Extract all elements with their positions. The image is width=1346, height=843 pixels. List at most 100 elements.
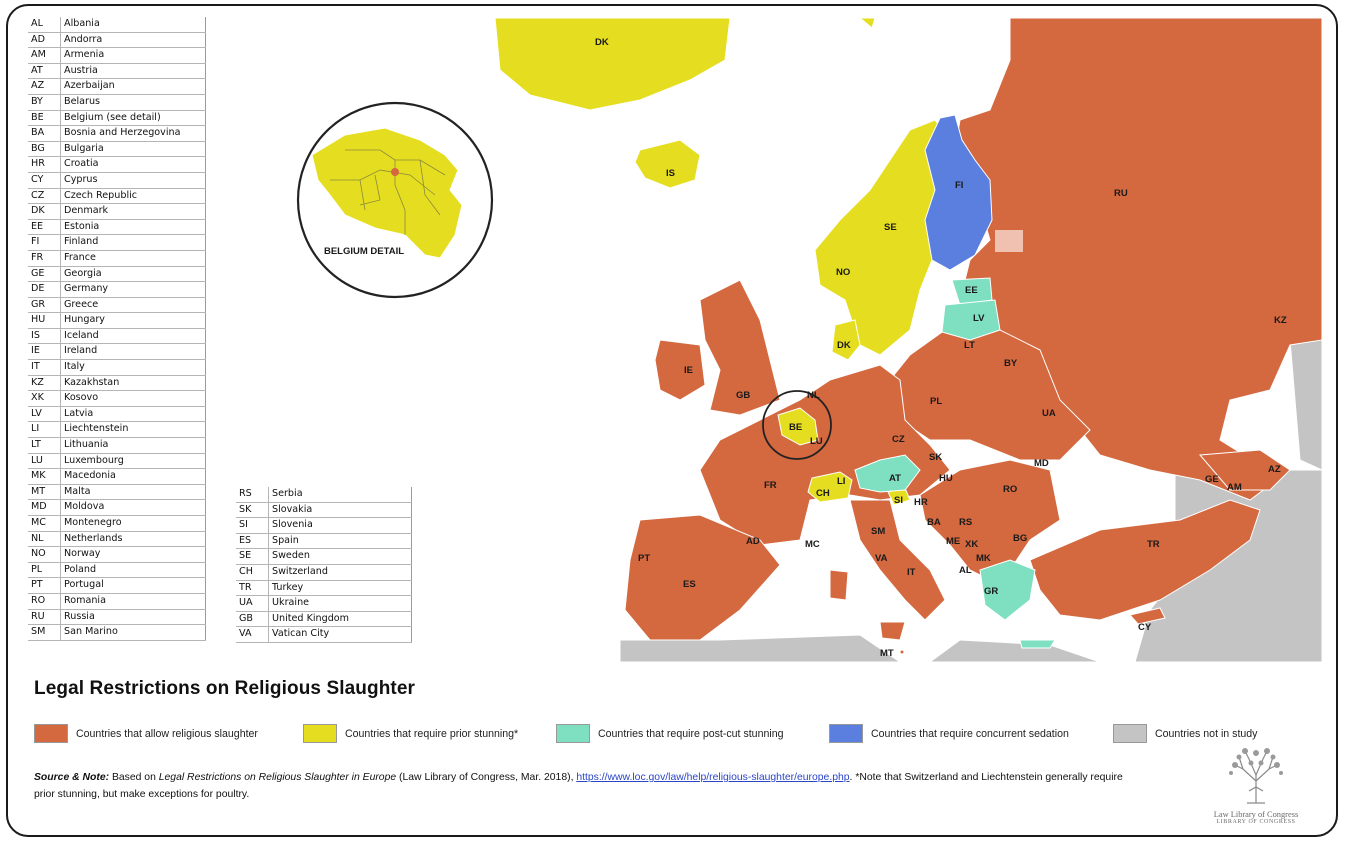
law-library-logo: Law Library of Congress LIBRARY OF CONGR… [1204, 745, 1308, 825]
source-link[interactable]: https://www.loc.gov/law/help/religious-s… [576, 772, 850, 783]
country-code: FI [28, 234, 61, 251]
logo-line1: Law Library of Congress [1213, 810, 1299, 819]
label-hr: HR [914, 497, 928, 508]
note-prefix: Source & Note: [34, 772, 110, 783]
country-name: Cyprus [60, 172, 206, 189]
legend-label: Countries that require concurrent sedati… [871, 727, 1069, 740]
country-code: MD [28, 499, 61, 516]
country-code: IE [28, 343, 61, 361]
country-name: Ireland [60, 343, 206, 361]
country-name: Netherlands [60, 531, 206, 548]
label-bg: BG [1013, 533, 1027, 544]
label-va: VA [875, 553, 888, 564]
country-name: Azerbaijan [60, 78, 206, 95]
country-code: TR [236, 580, 269, 597]
label-ge: GE [1205, 474, 1219, 485]
label-es: ES [683, 579, 696, 590]
legend-item-prior-stunning: Countries that require prior stunning* [303, 724, 518, 743]
label-be: BE [789, 422, 802, 433]
source-note: Source & Note: Based on Legal Restrictio… [34, 769, 1124, 803]
country-name: Spain [268, 533, 412, 550]
country-code: HU [28, 312, 61, 329]
country-code: LI [28, 421, 61, 439]
country-name: Vatican City [268, 626, 412, 643]
country-name: Bosnia and Herzegovina [60, 125, 206, 142]
label-nl: NL [807, 390, 820, 401]
country-name: Turkey [268, 580, 412, 597]
country-code: SM [28, 624, 61, 641]
country-name: Liechtenstein [60, 421, 206, 439]
country-labels: DK IS FI RU SE NO EE LV KZ DK LT BY IE G… [595, 37, 1287, 659]
country-code: CZ [28, 188, 61, 205]
country-name: France [60, 250, 206, 267]
legend-swatch [34, 724, 68, 743]
note-text3: . *Note that Switzerland and Liechtenste… [34, 772, 1123, 800]
concurrent-sedation-regions [924, 114, 993, 271]
label-pl: PL [930, 396, 942, 407]
country-code: AM [28, 47, 61, 64]
label-pt: PT [638, 553, 650, 564]
country-name: Malta [60, 484, 206, 501]
prior-stunning-regions [311, 17, 961, 506]
country-code: BY [28, 94, 61, 111]
country-code: BE [28, 110, 61, 127]
label-dk: DK [837, 340, 851, 351]
light-patch [995, 230, 1023, 252]
label-gb: GB [736, 390, 750, 401]
country-name: Germany [60, 281, 206, 298]
country-code: AD [28, 32, 61, 49]
label-cz: CZ [892, 434, 905, 445]
country-code: MC [28, 515, 61, 532]
country-name: Austria [60, 63, 206, 80]
label-by: BY [1004, 358, 1018, 369]
country-name: Romania [60, 593, 206, 610]
page-title: Legal Restrictions on Religious Slaughte… [34, 678, 415, 699]
label-si: SI [894, 495, 903, 506]
country-name: Denmark [60, 203, 206, 220]
country-name: Kazakhstan [60, 375, 206, 392]
legend-item-post-cut: Countries that require post-cut stunning [556, 724, 784, 743]
country-name: Andorra [60, 32, 206, 49]
country-code: IS [28, 328, 61, 345]
country-name: Slovenia [268, 517, 412, 534]
legend-label: Countries that require post-cut stunning [598, 727, 784, 740]
label-ie: IE [684, 365, 693, 376]
legend: Countries that allow religious slaughter… [34, 724, 1294, 746]
country-name: Estonia [60, 219, 206, 236]
country-code: LU [28, 453, 61, 470]
label-rs: RS [959, 517, 972, 528]
legend-swatch [829, 724, 863, 743]
country-code: LT [28, 437, 61, 454]
label-lt: LT [964, 340, 975, 351]
country-name: Latvia [60, 406, 206, 423]
country-code: EE [28, 219, 61, 236]
note-text2: (Law Library of Congress, Mar. 2018), [396, 772, 577, 783]
allow-regions [624, 17, 1323, 655]
country-code: AT [28, 63, 61, 80]
country-code: NL [28, 531, 61, 548]
